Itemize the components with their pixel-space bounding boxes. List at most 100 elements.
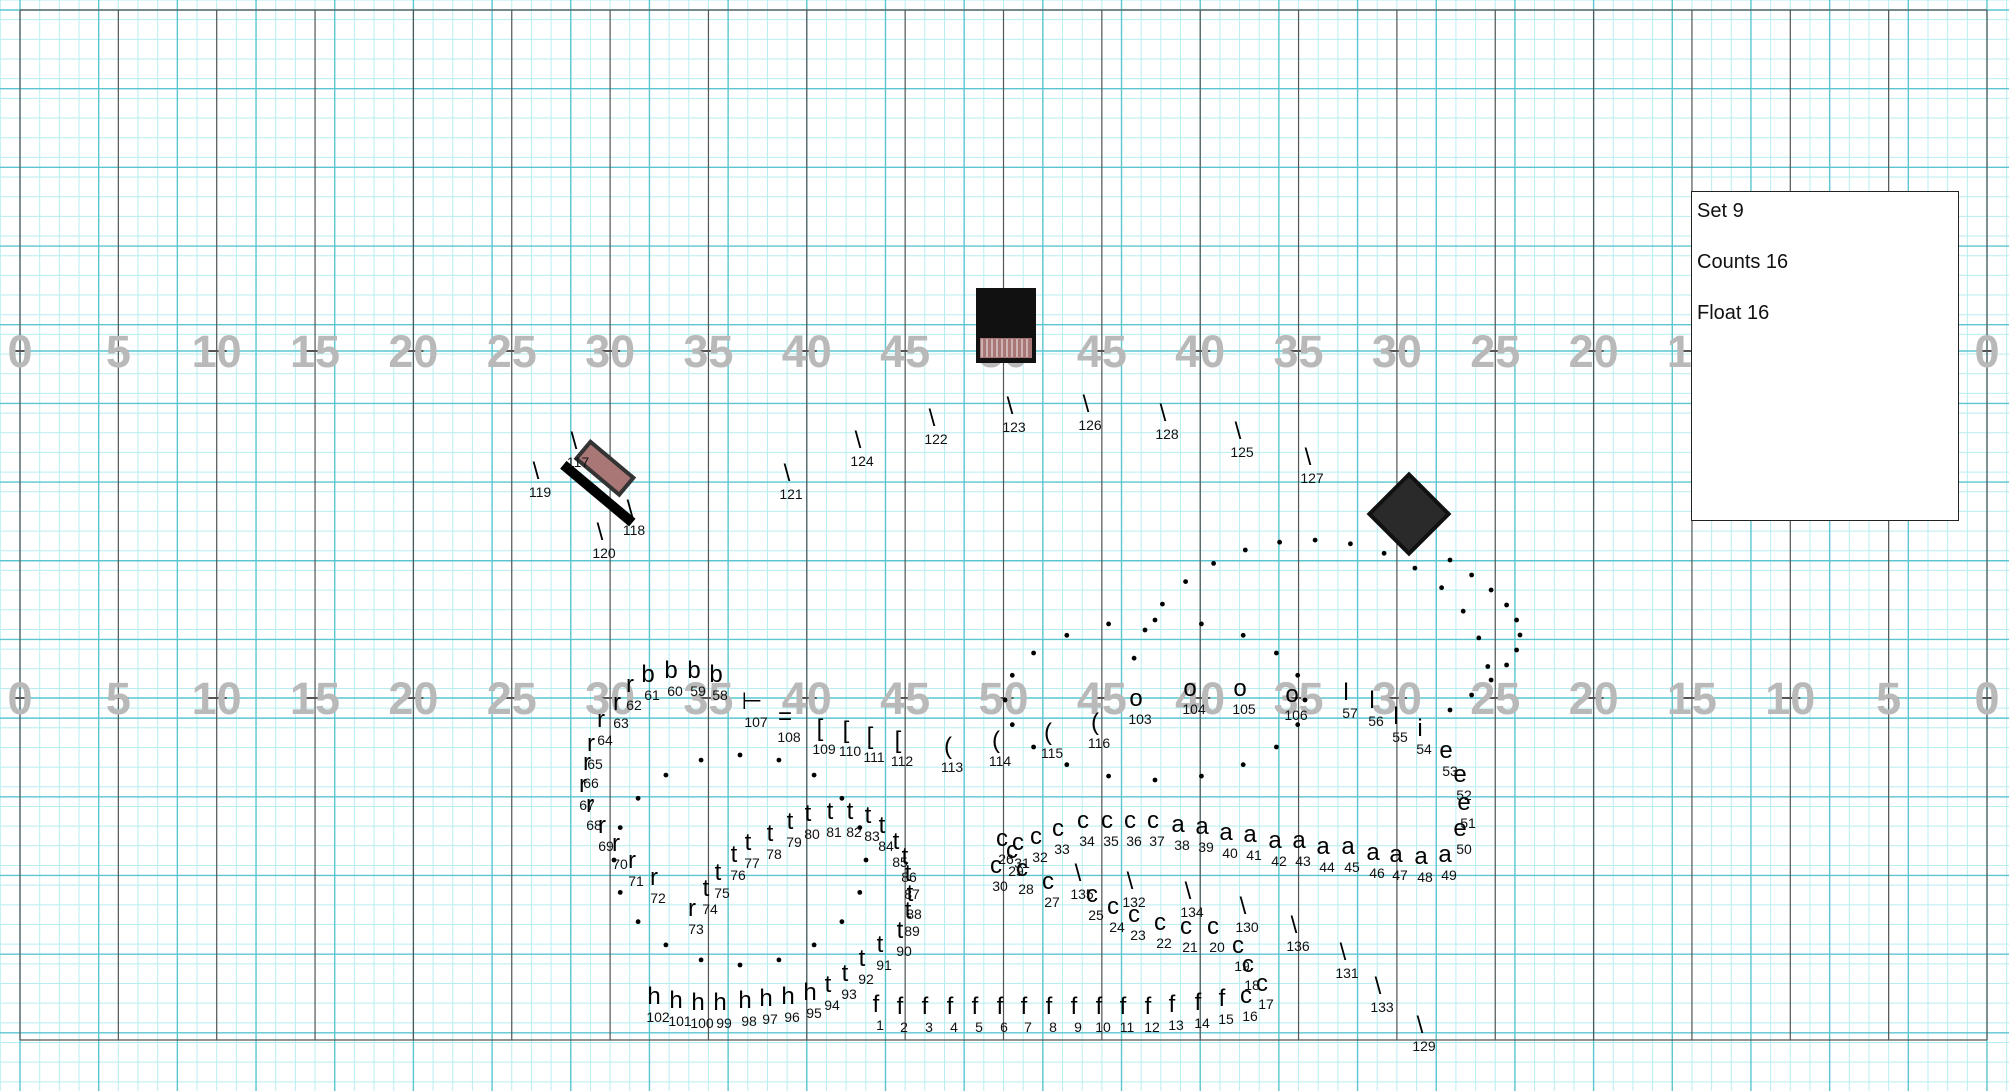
yard-number: 25 <box>487 326 537 377</box>
path-dot <box>699 758 704 763</box>
performer-number: 44 <box>1319 859 1335 875</box>
path-dot <box>738 753 743 758</box>
performer-12: f12 <box>1144 993 1160 1035</box>
performer-number: 49 <box>1441 867 1457 883</box>
performer-15: f15 <box>1218 985 1234 1027</box>
performer-number: 35 <box>1103 833 1119 849</box>
yard-number: 45 <box>880 673 930 724</box>
performer-5: f5 <box>972 993 983 1035</box>
performer-number: 116 <box>1088 735 1111 751</box>
path-dot <box>1243 548 1248 553</box>
performer-128: \128 <box>1155 400 1179 442</box>
performer-symbol: t <box>905 897 912 924</box>
performer-symbol: t <box>859 945 866 972</box>
performer-number: 3 <box>925 1019 933 1035</box>
performer-number: 34 <box>1079 833 1095 849</box>
performer-82: t82 <box>846 798 862 840</box>
performer-133: \133 <box>1370 973 1394 1015</box>
performer-number: 39 <box>1198 839 1214 855</box>
yard-number: 5 <box>106 673 131 724</box>
performer-symbol: c <box>1030 823 1042 850</box>
performer-symbol: \ <box>1160 400 1167 427</box>
performer-symbol: t <box>787 808 794 835</box>
performer-40: a40 <box>1219 819 1238 861</box>
performer-number: 96 <box>784 1009 800 1025</box>
performer-symbol: a <box>1366 839 1380 866</box>
performer-number: 110 <box>839 743 862 759</box>
performer-number: 13 <box>1168 1017 1184 1033</box>
yard-number: 25 <box>1470 326 1520 377</box>
performer-44: a44 <box>1316 833 1335 875</box>
performer-symbol: f <box>972 993 979 1020</box>
yard-number: 20 <box>388 673 438 724</box>
path-dot <box>1031 651 1036 656</box>
yard-number: 45 <box>1077 326 1127 377</box>
performer-number: 4 <box>950 1019 958 1035</box>
performer-121: \121 <box>779 460 803 502</box>
performer-symbol: \ <box>1240 893 1247 920</box>
performer-symbol: r <box>626 671 634 698</box>
performer-symbol: r <box>613 689 621 716</box>
performer-symbol: \ <box>1291 912 1298 939</box>
path-dot <box>840 796 845 801</box>
performer-70: r70 <box>612 830 628 872</box>
performer-132: \132 <box>1122 868 1146 910</box>
performer-35: c35 <box>1101 807 1119 849</box>
performer-symbol: a <box>1389 841 1403 868</box>
path-dot <box>840 919 845 924</box>
performer-number: 126 <box>1078 417 1102 433</box>
performer-number: 92 <box>858 971 874 987</box>
performer-1: f1 <box>873 991 884 1033</box>
performer-number: 111 <box>863 749 884 765</box>
performer-symbol: o <box>1233 675 1246 702</box>
performer-number: 25 <box>1088 907 1104 923</box>
performer-number: 133 <box>1370 999 1394 1015</box>
performer-symbol: f <box>1145 993 1152 1020</box>
path-dot <box>1106 774 1111 779</box>
performer-number: 5 <box>975 1019 983 1035</box>
performer-number: 63 <box>613 715 629 731</box>
performer-3: f3 <box>922 993 933 1035</box>
performer-number: 128 <box>1155 426 1179 442</box>
performer-112: [112 <box>891 727 914 769</box>
performer-symbol: t <box>893 828 900 855</box>
performer-number: 80 <box>804 826 820 842</box>
performer-number: 27 <box>1044 894 1060 910</box>
performer-symbol: c <box>1077 807 1089 834</box>
performer-39: a39 <box>1195 813 1214 855</box>
performer-number: 6 <box>1000 1019 1008 1035</box>
performer-110: [110 <box>839 717 862 759</box>
performer-symbol: t <box>767 820 774 847</box>
path-dot <box>1199 622 1204 627</box>
performer-126: \126 <box>1078 391 1102 433</box>
path-dot <box>1064 762 1069 767</box>
performer-118: \118 <box>623 496 646 538</box>
performer-number: 94 <box>824 997 840 1013</box>
performer-97: h97 <box>759 985 778 1027</box>
performer-symbol: f <box>1071 993 1078 1020</box>
performer-20: c20 <box>1207 913 1225 955</box>
yard-number: 20 <box>388 326 438 377</box>
performer-8: f8 <box>1046 993 1057 1035</box>
performer-symbol: \ <box>571 428 578 455</box>
path-dot <box>618 890 623 895</box>
performer-number: 134 <box>1180 904 1204 920</box>
path-dot <box>1274 651 1279 656</box>
performer-number: 16 <box>1242 1008 1258 1024</box>
yard-number: 0 <box>1974 326 1999 377</box>
performer-symbol: \ <box>627 496 634 523</box>
performer-symbol: f <box>1195 989 1202 1016</box>
performer-number: 14 <box>1194 1015 1210 1031</box>
yard-number: 15 <box>290 326 340 377</box>
performer-10: f10 <box>1095 993 1111 1035</box>
path-dot <box>1010 722 1015 727</box>
performer-number: 124 <box>850 453 874 469</box>
performer-number: 114 <box>989 753 1012 769</box>
performer-symbol: \ <box>1235 418 1242 445</box>
performer-42: a42 <box>1268 827 1287 869</box>
performer-number: 46 <box>1369 865 1385 881</box>
yard-number: 25 <box>1470 673 1520 724</box>
performer-symbol: t <box>897 917 904 944</box>
